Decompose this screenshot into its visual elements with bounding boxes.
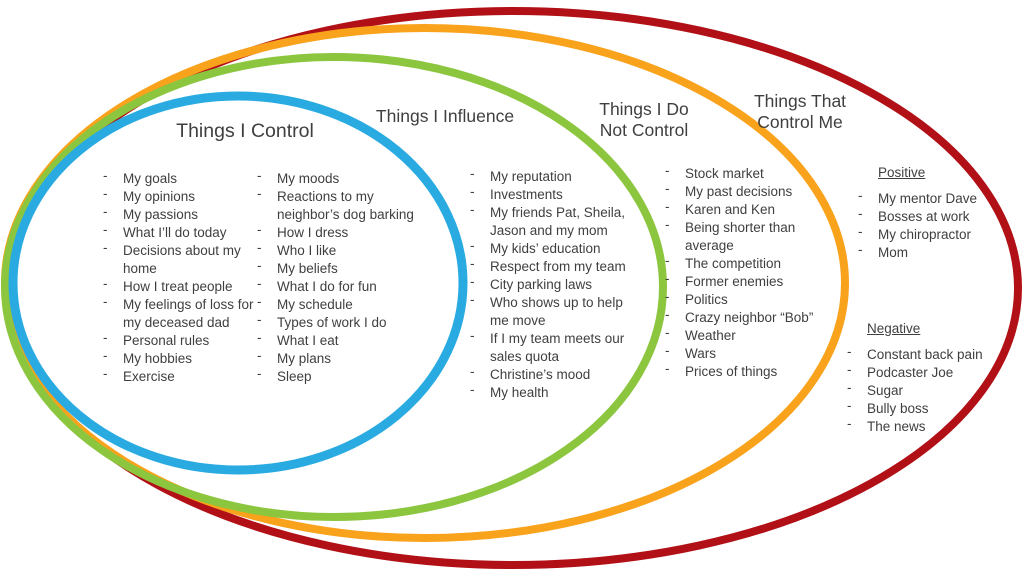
list-item: Who shows up to help me move xyxy=(470,291,641,330)
list-item: My reputation xyxy=(470,165,641,186)
ring-things-i-influence xyxy=(1,53,667,521)
list-item: My schedule xyxy=(257,293,421,314)
list-item: Wars xyxy=(665,342,830,363)
list-item: Sugar xyxy=(847,379,1024,400)
title-things-i-do-not-control: Things I Do Not Control xyxy=(584,99,704,141)
list-item: My mentor Dave xyxy=(858,187,1008,208)
list-item: My friends Pat, Sheila, Jason and my mom xyxy=(470,201,641,240)
list-item: Sleep xyxy=(257,365,421,386)
list-item: My moods xyxy=(257,167,421,188)
list-item: Decisions about my home xyxy=(103,239,263,278)
list-item: My opinions xyxy=(103,185,263,206)
list-item: Investments xyxy=(470,183,641,204)
list-item: What I’ll do today xyxy=(103,221,263,242)
ring-things-i-control xyxy=(8,91,468,475)
list-item: My hobbies xyxy=(103,347,263,368)
list-item: Crazy neighbor “Bob” xyxy=(665,306,830,327)
list-item: Mom xyxy=(858,241,1008,262)
list-item: Karen and Ken xyxy=(665,198,830,219)
list-item: The competition xyxy=(665,252,830,273)
control-list-column2: My moodsReactions to my neighbor’s dog b… xyxy=(253,167,421,386)
list-item: Stock market xyxy=(665,162,830,183)
list-item: Weather xyxy=(665,324,830,345)
list-item: My passions xyxy=(103,203,263,224)
title-line: Not Control xyxy=(599,120,689,140)
list-item: Reactions to my neighbor’s dog barking xyxy=(257,185,421,224)
title-things-that-control-me: Things That Control Me xyxy=(740,91,860,133)
list-item: Types of work I do xyxy=(257,311,421,332)
title-line: Things I Do xyxy=(599,99,689,119)
list-item: Being shorter than average xyxy=(665,216,830,255)
list-item: Podcaster Joe xyxy=(847,361,1024,382)
title-line: Control Me xyxy=(757,112,843,132)
list-item: Exercise xyxy=(103,365,263,386)
list-item: My goals xyxy=(103,167,263,188)
negative-heading: Negative xyxy=(867,321,921,336)
list-item: My past decisions xyxy=(665,180,830,201)
list-item: My feelings of loss for my deceased dad xyxy=(103,293,263,332)
negative-list: Constant back painPodcaster JoeSugarBull… xyxy=(843,343,1024,436)
list-item: Bosses at work xyxy=(858,205,1008,226)
list-item: What I do for fun xyxy=(257,275,421,296)
list-item: Personal rules xyxy=(103,329,263,350)
list-item: My health xyxy=(470,381,641,402)
list-item: How I treat people xyxy=(103,275,263,296)
list-item: My plans xyxy=(257,347,421,368)
control-list-column1: My goalsMy opinionsMy passionsWhat I’ll … xyxy=(100,167,263,386)
title-things-i-influence: Things I Influence xyxy=(375,106,515,126)
list-item: Politics xyxy=(665,288,830,309)
list-item: City parking laws xyxy=(470,273,641,294)
list-item: My kids’ education xyxy=(470,237,641,258)
list-item: How I dress xyxy=(257,221,421,242)
not-control-list: Stock marketMy past decisionsKaren and K… xyxy=(660,162,830,381)
list-item: Respect from my team xyxy=(470,255,641,276)
influence-list: My reputationInvestmentsMy friends Pat, … xyxy=(467,165,641,402)
list-item: If I my team meets our sales quota xyxy=(470,327,641,366)
list-item: What I eat xyxy=(257,329,421,350)
list-item: Bully boss xyxy=(847,397,1024,418)
list-item: Prices of things xyxy=(665,360,830,381)
title-line: Things That xyxy=(753,91,847,111)
title-things-i-control: Things I Control xyxy=(176,120,314,142)
list-item: Former enemies xyxy=(665,270,830,291)
list-item: Who I like xyxy=(257,239,421,260)
positive-list: My mentor DaveBosses at workMy chiroprac… xyxy=(853,187,1008,262)
list-item: Constant back pain xyxy=(847,343,1024,364)
list-item: My chiropractor xyxy=(858,223,1008,244)
positive-heading: Positive xyxy=(878,165,926,180)
list-item: The news xyxy=(847,415,1024,436)
list-item: My beliefs xyxy=(257,257,421,278)
list-item: Christine’s mood xyxy=(470,363,641,384)
